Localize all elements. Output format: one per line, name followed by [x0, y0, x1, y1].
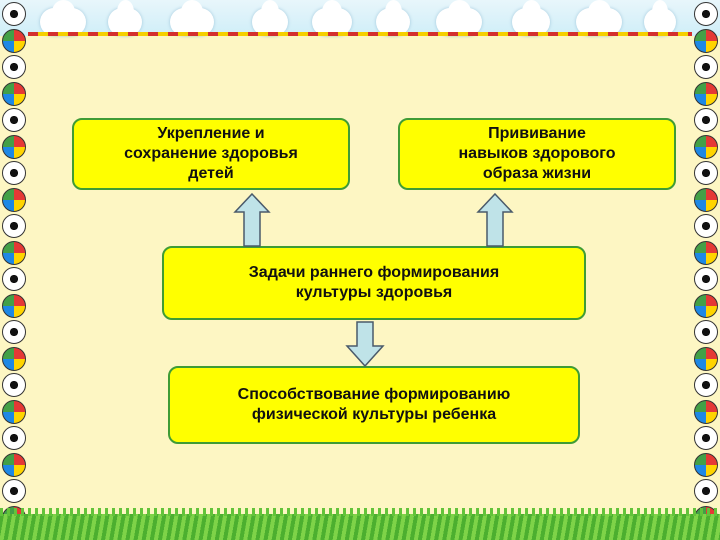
arrow-down-icon [345, 321, 385, 368]
soccer-ball-icon [694, 479, 718, 503]
left-ball-border [0, 0, 28, 540]
beach-ball-icon [2, 452, 26, 477]
soccer-ball-icon [694, 267, 718, 291]
soccer-ball-icon [694, 108, 718, 132]
beach-ball-icon [694, 134, 718, 159]
beach-ball-icon [2, 293, 26, 318]
box-instill-habits-text: Прививание навыков здорового образа жизн… [458, 125, 616, 182]
beach-ball-icon [694, 81, 718, 106]
box-promote-culture: Способствование формированию физической … [168, 366, 580, 444]
box-instill-habits: Прививание навыков здорового образа жизн… [398, 118, 676, 190]
cloud-decoration [376, 0, 410, 36]
arrow-up-right-icon [476, 192, 514, 247]
soccer-ball-icon [2, 55, 26, 79]
beach-ball-icon [694, 187, 718, 212]
rope-decoration [28, 32, 692, 36]
cloud-decoration [252, 0, 288, 36]
cloud-decoration [40, 0, 86, 36]
right-ball-border [692, 0, 720, 540]
soccer-ball-icon [694, 214, 718, 238]
beach-ball-icon [2, 134, 26, 159]
cloud-decoration [512, 0, 550, 36]
beach-ball-icon [694, 293, 718, 318]
beach-ball-icon [2, 346, 26, 371]
soccer-ball-icon [694, 55, 718, 79]
soccer-ball-icon [694, 2, 718, 26]
arrow-up-left-icon [233, 192, 271, 247]
sky-band [0, 0, 720, 36]
beach-ball-icon [694, 240, 718, 265]
grass-strip [0, 508, 720, 540]
soccer-ball-icon [2, 479, 26, 503]
soccer-ball-icon [694, 320, 718, 344]
beach-ball-icon [2, 187, 26, 212]
soccer-ball-icon [2, 267, 26, 291]
box-strengthen-health-text: Укрепление и сохранение здоровья детей [124, 125, 298, 182]
beach-ball-icon [2, 240, 26, 265]
box-promote-culture-text: Способствование формированию физической … [237, 386, 511, 423]
soccer-ball-icon [694, 373, 718, 397]
soccer-ball-icon [694, 161, 718, 185]
cloud-decoration [312, 0, 352, 36]
cloud-decoration [108, 0, 142, 36]
beach-ball-icon [694, 28, 718, 53]
cloud-decoration [170, 0, 214, 36]
soccer-ball-icon [2, 161, 26, 185]
beach-ball-icon [2, 28, 26, 53]
cloud-decoration [644, 0, 676, 36]
soccer-ball-icon [2, 108, 26, 132]
beach-ball-icon [694, 399, 718, 424]
soccer-ball-icon [2, 426, 26, 450]
box-tasks-text: Задачи раннего формирования культуры здо… [248, 264, 500, 301]
box-strengthen-health: Укрепление и сохранение здоровья детей [72, 118, 350, 190]
soccer-ball-icon [2, 373, 26, 397]
soccer-ball-icon [2, 214, 26, 238]
soccer-ball-icon [2, 320, 26, 344]
box-tasks: Задачи раннего формирования культуры здо… [162, 246, 586, 320]
beach-ball-icon [694, 346, 718, 371]
beach-ball-icon [694, 452, 718, 477]
beach-ball-icon [2, 81, 26, 106]
soccer-ball-icon [694, 426, 718, 450]
beach-ball-icon [2, 399, 26, 424]
cloud-decoration [576, 0, 622, 36]
cloud-decoration [436, 0, 482, 36]
soccer-ball-icon [2, 2, 26, 26]
